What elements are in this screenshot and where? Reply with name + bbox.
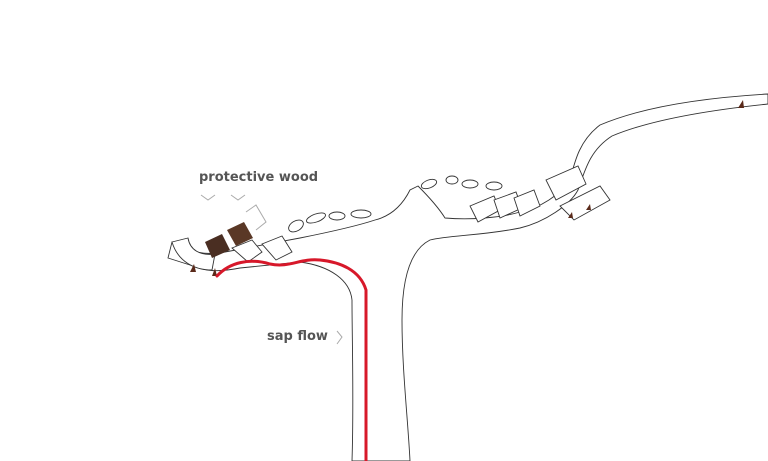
sap-flow-line: [215, 258, 368, 461]
vine-outline: [167, 93, 768, 461]
chevron-down-icon: [200, 194, 216, 201]
chevron-down-icon: [230, 194, 246, 201]
sap-flow-label: sap flow: [267, 329, 328, 344]
protective-wood-block: [205, 234, 230, 258]
chevron-right-icon: [336, 330, 343, 345]
protective-wood-block: [227, 222, 253, 246]
protective-wood-label: protective wood: [199, 170, 319, 185]
bracket-icon: [245, 204, 267, 231]
trunk: [167, 93, 768, 461]
